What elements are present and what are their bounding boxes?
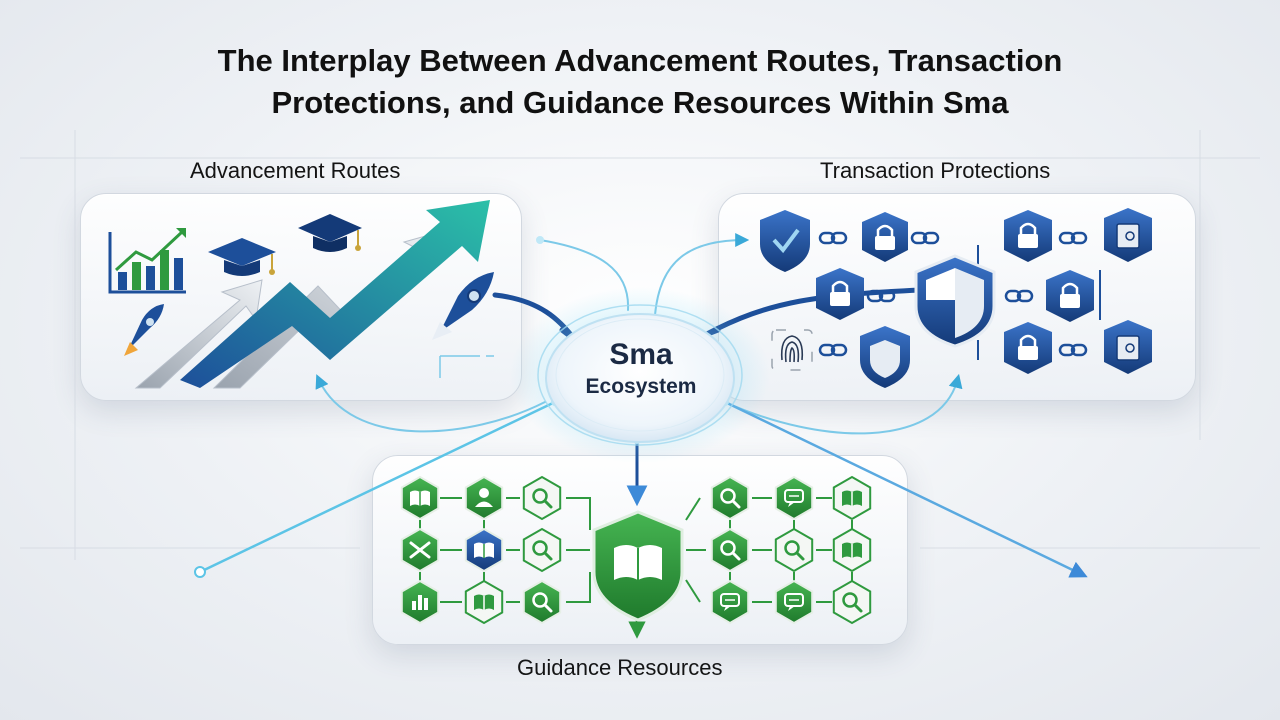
padlock-icon <box>1004 322 1052 374</box>
chain-link-icon <box>818 231 1088 357</box>
book-icon <box>464 527 504 573</box>
graduation-cap-icon <box>208 238 276 276</box>
padlock-icon <box>816 268 864 320</box>
magnifier-icon <box>522 579 562 625</box>
guidance-resources-label: Guidance Resources <box>517 655 723 680</box>
bar-chart-icon <box>108 228 186 294</box>
left-outbound-node <box>194 566 206 578</box>
crossed-book-icon <box>400 527 440 573</box>
hub-subtitle: Ecosystem <box>585 375 697 398</box>
advancement-routes-label: Advancement Routes <box>190 158 401 183</box>
chat-bubble-icon <box>774 475 814 521</box>
top-left-node <box>536 236 544 244</box>
shield-check-icon <box>860 326 910 388</box>
guidance-content <box>419 497 853 639</box>
background-guide-lines <box>20 130 1260 560</box>
title-line-2: Protections, and Guidance Resources With… <box>271 85 1009 120</box>
magnifier-icon <box>832 579 872 625</box>
hub-to-left-outbound-line <box>198 400 557 574</box>
magnifier-icon <box>522 527 562 573</box>
graduation-cap-icon <box>298 214 362 252</box>
vault-icon <box>1104 208 1152 262</box>
page-title: The Interplay Between Advancement Routes… <box>0 40 1280 124</box>
book-icon <box>464 579 504 625</box>
transaction-content <box>760 208 1152 388</box>
advancement-content <box>108 200 494 389</box>
padlock-icon <box>1046 270 1094 322</box>
connectors <box>198 233 1088 578</box>
book-icon <box>832 475 872 521</box>
transaction-protections-label: Transaction Protections <box>820 158 1051 183</box>
sma-ecosystem-hub <box>510 287 770 463</box>
chart-icon <box>400 579 440 625</box>
dash-decoration <box>439 355 494 378</box>
padlock-icon <box>1004 210 1052 262</box>
hub-to-right-outbound-line <box>723 400 1088 578</box>
hub-loop-right-connector <box>724 373 963 435</box>
chat-bubble-icon <box>710 579 750 625</box>
fingerprint-icon <box>771 329 813 371</box>
hub-loop-left-connector <box>315 374 546 433</box>
magnifier-icon <box>710 527 750 573</box>
title-line-1: The Interplay Between Advancement Routes… <box>217 43 1063 78</box>
magnifier-icon <box>710 475 750 521</box>
rocket-icon <box>432 272 494 340</box>
book-icon <box>592 510 684 622</box>
book-icon <box>832 527 872 573</box>
magnifier-icon <box>522 475 562 521</box>
book-icon <box>400 475 440 521</box>
arrow-up-icon <box>134 200 490 389</box>
vault-icon <box>1104 320 1152 374</box>
padlock-icon <box>862 212 908 262</box>
rocket-icon <box>124 304 164 356</box>
magnifier-icon <box>774 527 814 573</box>
user-icon <box>464 475 504 521</box>
guidance-links <box>419 497 853 603</box>
guidance-hex-nodes <box>400 475 872 625</box>
shield-check-icon <box>914 254 996 348</box>
chat-bubble-icon <box>774 579 814 625</box>
shield-check-icon <box>760 210 810 272</box>
hub-name: Sma <box>609 338 673 371</box>
